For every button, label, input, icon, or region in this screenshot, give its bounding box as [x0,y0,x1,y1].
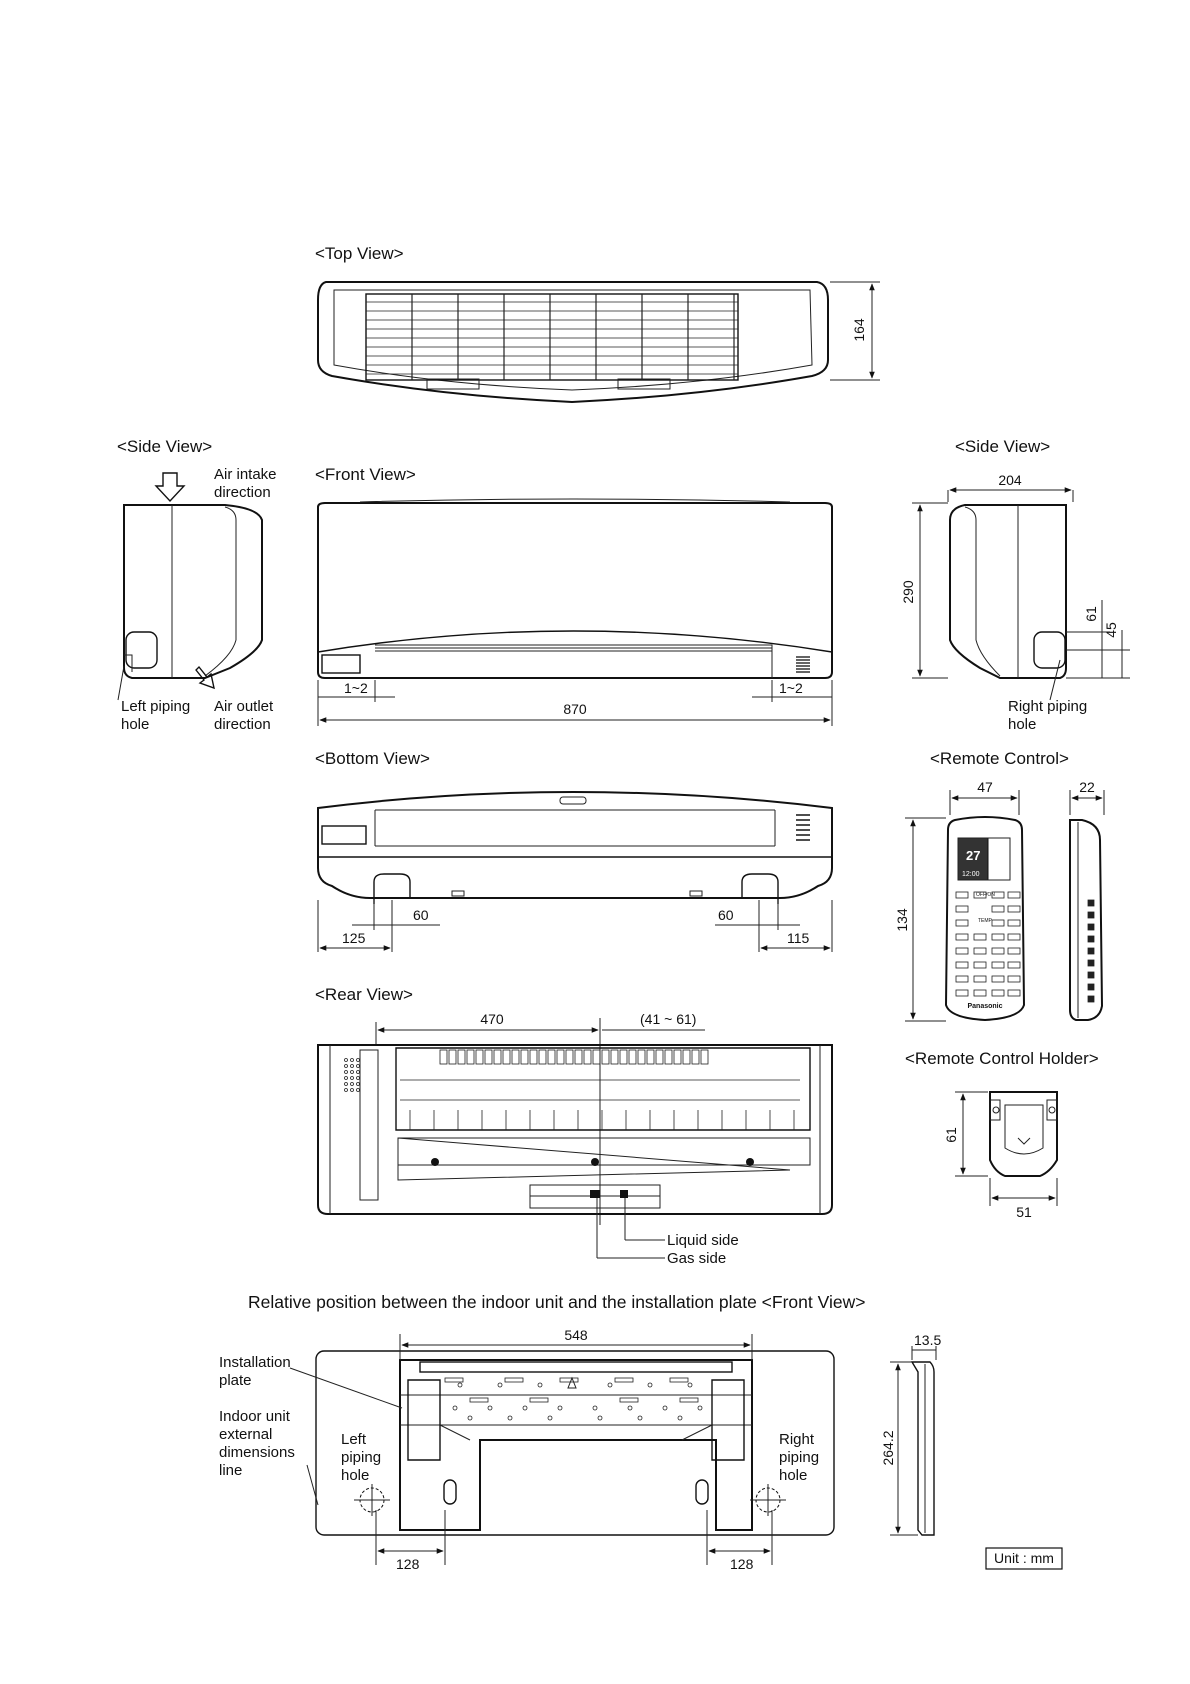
dim-holder-51: 51 [1016,1204,1032,1220]
air-outlet-arrow-icon [195,665,215,690]
dim-870: 870 [563,701,587,717]
left-piping-label-2: hole [121,716,149,733]
air-intake-arrow-icon [154,472,186,503]
liquid-side-label: Liquid side [667,1232,739,1249]
side-view-left: <Side View> Air intake direction Left pi… [117,437,277,733]
right-piping-label: Right piping [1008,698,1087,715]
dim-204: 204 [998,472,1022,488]
bottom-view-title: <Bottom View> [315,749,430,768]
dim-front-offset-right: 1~2 [779,680,803,696]
remote-control: <Remote Control> 47 22 27 12:00 OFF/ON T… [894,749,1105,1022]
air-intake-label-2: direction [214,484,271,501]
dim-125: 125 [342,930,366,946]
right-pipe-label: Right [779,1431,815,1448]
side-view-left-title: <Side View> [117,437,212,456]
right-piping-label-2: hole [1008,716,1036,733]
dim-41-61: (41 ~ 61) [640,1011,696,1027]
remote-display-temp: 27 [966,848,980,863]
dim-front-offset-left: 1~2 [344,680,368,696]
dim-115: 115 [787,930,810,946]
dim-47: 47 [977,779,993,795]
top-view-title: <Top View> [315,244,404,263]
dim-290: 290 [900,580,916,604]
outline-label-3: dimensions [219,1444,295,1461]
outline-label: Indoor unit [219,1408,291,1425]
dim-22: 22 [1079,779,1095,795]
dim-128-left: 128 [396,1556,420,1572]
outline-label-2: external [219,1426,272,1443]
bottom-view: <Bottom View> 60 60 125 115 [315,749,833,952]
outline-label-4: line [219,1462,242,1479]
unit-note-text: Unit : mm [994,1550,1054,1566]
rear-view: <Rear View> 470 (41 ~ 61) Liquid side Ga… [315,985,833,1267]
dim-13-5: 13.5 [914,1332,941,1348]
plate-label-2: plate [219,1372,252,1389]
dim-128-right: 128 [730,1556,754,1572]
left-pipe-label: Left [341,1431,367,1448]
dim-holder-61: 61 [943,1127,959,1143]
right-pipe-label-3: hole [779,1467,807,1484]
remote-control-holder: <Remote Control Holder> 61 51 [905,1049,1099,1220]
right-pipe-label-2: piping [779,1449,819,1466]
dim-264-2: 264.2 [880,1430,896,1465]
plate-label: Installation [219,1354,291,1371]
dim-60-right: 60 [718,907,734,923]
dim-61: 61 [1083,606,1099,622]
air-outlet-label: Air outlet [214,698,274,715]
remote-display-clock: 12:00 [962,871,980,878]
remote-control-title: <Remote Control> [930,749,1069,768]
remote-holder-title: <Remote Control Holder> [905,1049,1099,1068]
dim-548: 548 [564,1327,588,1343]
rear-view-title: <Rear View> [315,985,413,1004]
left-pipe-label-3: hole [341,1467,369,1484]
installation-title: Relative position between the indoor uni… [248,1292,865,1312]
remote-temp-label: TEMP [978,918,993,924]
side-view-right-title: <Side View> [955,437,1050,456]
left-pipe-label-2: piping [341,1449,381,1466]
air-outlet-label-2: direction [214,716,271,733]
dim-45: 45 [1103,622,1119,638]
dim-470: 470 [480,1011,504,1027]
front-view-title: <Front View> [315,465,416,484]
top-view: <Top View> 164 [315,244,880,404]
air-intake-label: Air intake [214,466,277,483]
gas-side-label: Gas side [667,1250,726,1267]
dim-134: 134 [894,908,910,932]
side-view-right: <Side View> 204 290 61 45 Right piping h… [900,437,1130,733]
remote-brand-logo: Panasonic [967,1003,1002,1010]
installation-plate-view: Relative position between the indoor uni… [219,1292,941,1572]
dim-164: 164 [851,318,867,342]
unit-note: Unit : mm [985,1547,1063,1570]
dim-60-left: 60 [413,907,429,923]
front-view: <Front View> 1~2 1~2 870 [315,465,833,726]
left-piping-label: Left piping [121,698,190,715]
